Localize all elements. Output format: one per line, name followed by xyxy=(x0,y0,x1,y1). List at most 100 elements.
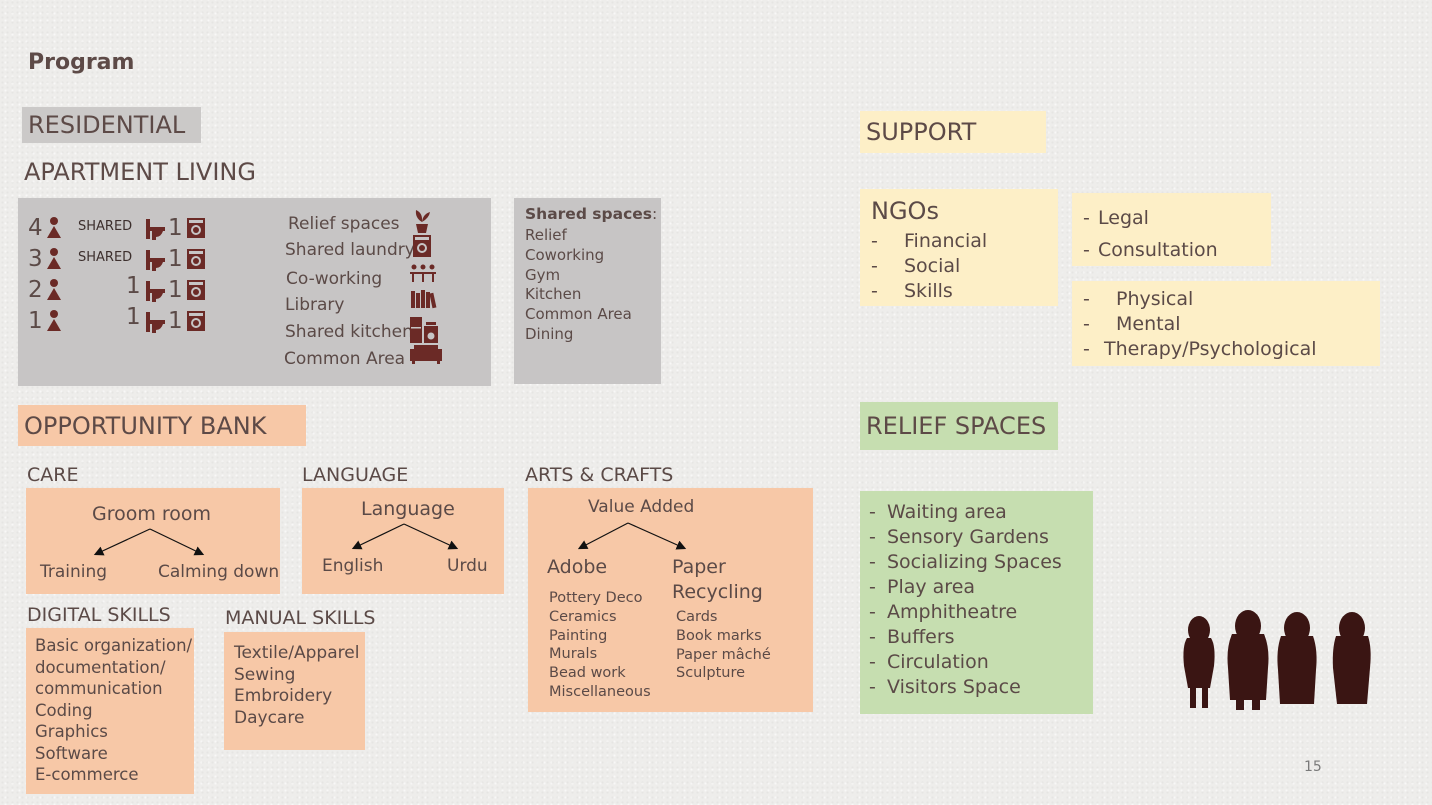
toilet-icon xyxy=(146,312,165,333)
arts-left-item: Murals xyxy=(549,646,598,663)
ngo-item: -Social xyxy=(871,255,961,277)
relief-item: -Waiting area xyxy=(869,501,1007,523)
care-label: CARE xyxy=(27,464,79,486)
arts-tree-arrows xyxy=(577,522,687,550)
amenity-label: Library xyxy=(285,295,345,315)
arts-left-item: Pottery Deco xyxy=(549,590,643,606)
amenity-label: Relief spaces xyxy=(288,214,400,234)
laundry-count: 1 xyxy=(168,277,183,303)
shared-space-item: Common Area xyxy=(525,305,632,324)
bath-count: 1 xyxy=(126,273,141,299)
toilet-icon xyxy=(145,310,167,334)
legal-item: -Consultation xyxy=(1083,239,1218,261)
relief-item: -Amphitheatre xyxy=(869,601,1018,623)
apartment-living-panel: 4SHARED113SHARED11211111 Relief spacesSh… xyxy=(18,198,491,386)
opportunity-bank-heading: OPPORTUNITY BANK xyxy=(18,405,306,446)
ngo-item: -Financial xyxy=(871,230,988,252)
relief-item: -Visitors Space xyxy=(869,676,1021,698)
arts-right-line2: Recycling xyxy=(672,581,763,603)
bath-count: 1 xyxy=(168,215,183,241)
legal-list: -Legal -Consultation xyxy=(1083,202,1218,266)
therapy-box: -Physical-Mental-Therapy/Psychological xyxy=(1072,281,1380,366)
amenity-label: Common Area xyxy=(284,349,406,369)
language-box: Language English Urdu xyxy=(302,488,504,594)
apartment-living-heading: APARTMENT LIVING xyxy=(24,158,256,186)
care-box: Groom room Training Calming down xyxy=(26,488,280,594)
care-right: Calming down xyxy=(158,562,280,582)
arts-left-item: Ceramics xyxy=(549,608,617,625)
bath-count: 1 xyxy=(126,304,141,330)
legal-item: -Legal xyxy=(1083,207,1149,229)
shared-space-item: Relief xyxy=(525,226,567,244)
manual-skills-label: MANUAL SKILLS xyxy=(225,607,376,629)
toilet-icon xyxy=(146,250,165,271)
shared-tag: SHARED xyxy=(78,250,133,265)
manual-skill-item: Daycare xyxy=(234,707,305,728)
therapy-item: -Mental xyxy=(1083,313,1181,335)
ngos-title: NGOs xyxy=(871,197,939,225)
digital-skills-label: DIGITAL SKILLS xyxy=(27,604,171,626)
washing-machine-icon xyxy=(187,311,205,331)
relief-item: -Socializing Spaces xyxy=(869,551,1062,573)
support-heading: SUPPORT xyxy=(860,111,1046,153)
relief-spaces-box: -Waiting area-Sensory Gardens-Socializin… xyxy=(860,491,1093,714)
language-label: LANGUAGE xyxy=(302,464,409,486)
digital-skill-item: Coding xyxy=(35,700,93,720)
digital-skill-item: Software xyxy=(35,743,108,763)
person-icon xyxy=(47,279,61,300)
arts-crafts-label: ARTS & CRAFTS xyxy=(525,464,674,486)
arts-right-item: Cards xyxy=(676,609,718,625)
person-icon xyxy=(45,309,63,333)
ngos-box: NGOs -Financial -Social -Skills xyxy=(860,189,1058,306)
person-icon xyxy=(47,217,61,238)
laundry-count: 1 xyxy=(168,308,183,334)
digital-skill-item: Graphics xyxy=(35,722,108,741)
sofa-icon xyxy=(409,343,443,365)
arts-crafts-box: Value Added Adobe Paper Recycling Potter… xyxy=(528,488,813,712)
care-left: Training xyxy=(40,562,108,582)
arts-left-item: Miscellaneous xyxy=(549,683,651,700)
person-icon xyxy=(47,310,61,331)
occupancy-count: 3 xyxy=(28,246,43,272)
washing-machine-icon xyxy=(186,217,206,239)
fridge-stove-icon xyxy=(409,316,439,344)
digital-skill-item: Basic organization/ xyxy=(35,636,193,655)
toilet-icon xyxy=(146,219,165,240)
unit-row: 3SHARED11 xyxy=(28,246,218,272)
arts-left-item: Painting xyxy=(549,627,608,644)
person-icon xyxy=(45,247,63,271)
residential-heading: RESIDENTIAL xyxy=(22,107,201,143)
therapy-list: -Physical-Mental-Therapy/Psychological xyxy=(1083,287,1317,362)
arts-right-item: Book marks xyxy=(676,627,762,644)
toilet-icon xyxy=(146,281,165,302)
shared-space-item: Gym xyxy=(525,265,561,284)
unit-row: 4SHARED11 xyxy=(28,215,218,241)
language-root: Language xyxy=(361,498,455,520)
shared-space-item: Kitchen xyxy=(525,285,582,304)
ngo-item: -Skills xyxy=(871,280,953,302)
therapy-item: -Physical xyxy=(1083,288,1194,310)
bath-count: 1 xyxy=(168,246,183,272)
occupancy-count: 4 xyxy=(28,215,43,241)
digital-skills-box: Basic organization/documentation/communi… xyxy=(26,628,194,794)
toilet-icon xyxy=(145,217,167,241)
people-table-icon xyxy=(409,263,437,283)
woman-figure-icon xyxy=(1183,616,1215,708)
relief-item: -Circulation xyxy=(869,651,989,673)
person-icon xyxy=(45,278,63,302)
ngos-list: -Financial -Social -Skills xyxy=(871,229,987,304)
books-icon xyxy=(410,289,438,309)
washing-machine-icon xyxy=(187,280,205,300)
digital-skills-list: Basic organization/documentation/communi… xyxy=(35,635,192,786)
language-right: Urdu xyxy=(447,556,488,576)
washing-machine-icon xyxy=(186,248,206,270)
toilet-icon xyxy=(145,279,167,303)
digital-skill-item: documentation/ xyxy=(35,657,166,677)
shared-space-item: Dining xyxy=(525,324,574,343)
arts-right-item: Sculpture xyxy=(676,665,746,682)
